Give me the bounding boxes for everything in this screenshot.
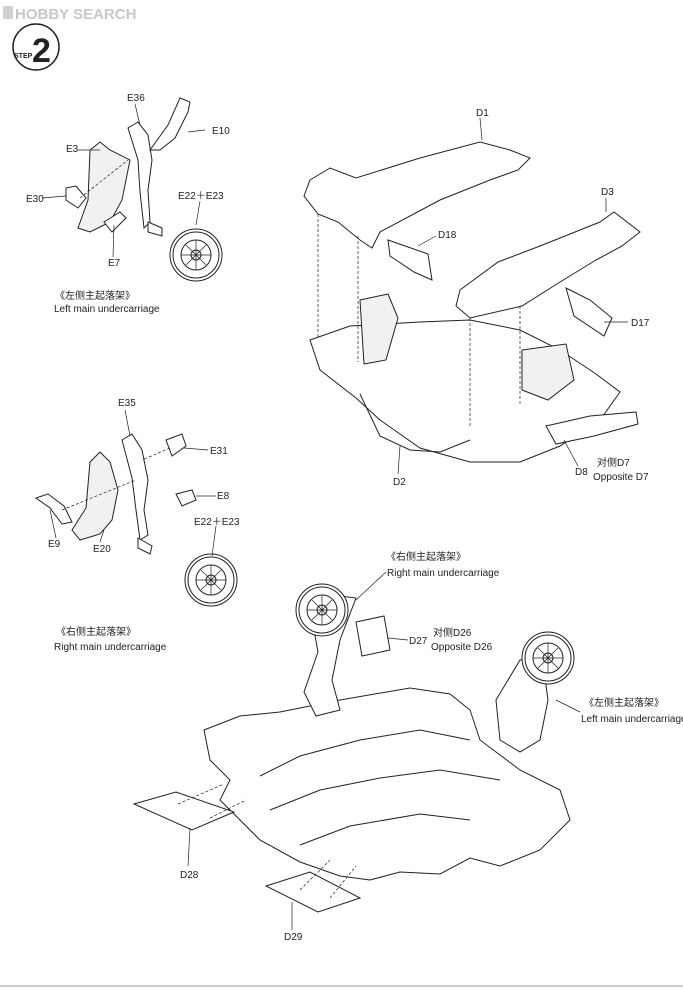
label-D28: D28: [180, 870, 199, 881]
step-badge: STEP 2: [12, 23, 60, 71]
underside-assembly: [132, 583, 575, 913]
left-undercarriage-leaders: [41, 103, 206, 258]
label-D2: D2: [393, 477, 406, 488]
label-E10: E10: [212, 126, 230, 137]
caption-opposite-d26-cn: 对侧D26: [433, 626, 472, 639]
caption-right-cn: 《右侧主起落架》: [56, 625, 136, 638]
caption-left-cn: 《左侧主起落架》: [55, 289, 135, 302]
caption-right2-en: Right main undercarriage: [387, 568, 500, 579]
label-D8: D8: [575, 467, 588, 478]
right-undercarriage-leaders: [49, 409, 217, 557]
label-E8: E8: [217, 491, 230, 502]
caption-left-en: Left main undercarriage: [54, 304, 160, 315]
label-E35: E35: [118, 398, 136, 409]
wing-bay-assembly: [303, 141, 641, 463]
brand-logo-text: HOBBY SEARCH: [15, 6, 136, 23]
label-E36: E36: [127, 93, 145, 104]
label-E3: E3: [66, 144, 79, 155]
caption-opposite-d7-cn: 对侧D7: [597, 456, 630, 469]
caption-right-en: Right main undercarriage: [54, 642, 167, 653]
caption-opposite-d7-en: Opposite D7: [593, 472, 649, 483]
caption-left2-cn: 《左侧主起落架》: [584, 696, 664, 709]
left-undercarriage-subassembly: [65, 97, 223, 282]
caption-left2-en: Left main undercarriage: [581, 714, 683, 725]
right-undercarriage-subassembly: [34, 433, 238, 607]
label-E22-E23-b: E22＋E23: [194, 517, 240, 528]
label-E7: E7: [108, 258, 121, 269]
label-E31: E31: [210, 446, 228, 457]
step-word: STEP: [14, 53, 33, 60]
label-E20: E20: [93, 544, 111, 555]
brand-logo: HOBBY SEARCH: [3, 6, 136, 23]
caption-right2-cn: 《右侧主起落架》: [386, 550, 466, 563]
label-E30: E30: [26, 194, 44, 205]
caption-opposite-d26-en: Opposite D26: [431, 642, 493, 653]
label-E9: E9: [48, 539, 61, 550]
label-D18: D18: [438, 230, 457, 241]
label-D3: D3: [601, 187, 614, 198]
label-D1: D1: [476, 108, 489, 119]
underside-leaders: [177, 571, 581, 930]
wing-bay-leaders: [317, 117, 628, 475]
label-D27: D27: [409, 636, 428, 647]
label-E22-E23: E22＋E23: [178, 191, 224, 202]
label-D17: D17: [631, 318, 650, 329]
label-D29: D29: [284, 932, 303, 943]
step-number: 2: [32, 32, 51, 70]
